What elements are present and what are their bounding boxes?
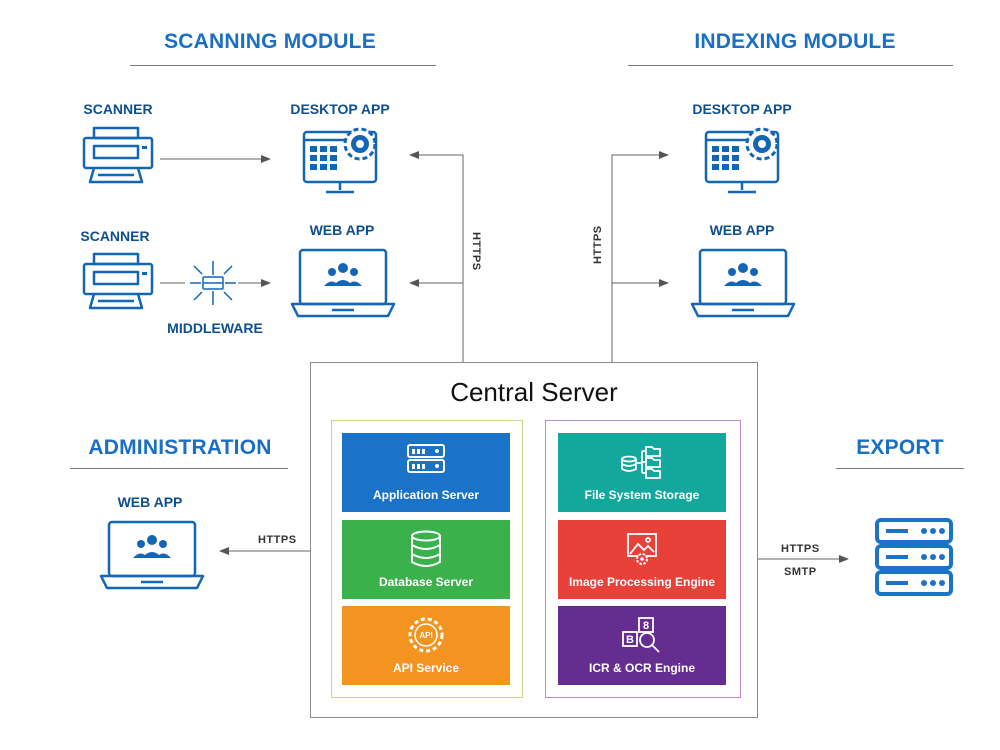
export-smtp-label: SMTP xyxy=(784,566,817,578)
file-system-storage-card: File System Storage xyxy=(558,433,726,512)
central-server-title: Central Server xyxy=(450,377,618,407)
export-title: EXPORT xyxy=(856,436,944,459)
indexing-module-title: INDEXING MODULE xyxy=(694,30,896,53)
indexing-https-label: HTTPS xyxy=(592,225,604,264)
svg-text:8: 8 xyxy=(643,620,649,632)
image-gear-icon xyxy=(627,533,657,565)
ocr-icon: B 8 xyxy=(622,617,660,653)
image-processing-engine-label: Image Processing Engine xyxy=(568,575,716,589)
scanner-label-1: SCANNER xyxy=(83,101,153,117)
export-https-label: HTTPS xyxy=(781,543,820,555)
scanning-module-title: SCANNING MODULE xyxy=(164,30,376,53)
export-server-icon xyxy=(875,518,953,596)
icr-ocr-engine-card: B 8 ICR & OCR Engine xyxy=(558,606,726,685)
api-gear-icon: API xyxy=(408,617,444,653)
laptop-users-icon xyxy=(690,248,796,318)
indexing-desktop-app-label: DESKTOP APP xyxy=(692,101,792,117)
central-server-box: Central Server Application Server Databa… xyxy=(310,362,758,718)
scanner-label-2: SCANNER xyxy=(80,228,150,244)
database-icon xyxy=(411,530,441,567)
scanning-web-app-label: WEB APP xyxy=(309,222,375,238)
api-service-card: API API Service xyxy=(342,606,510,685)
api-service-label: API Service xyxy=(392,661,460,675)
svg-text:B: B xyxy=(626,634,634,646)
application-server-label: Application Server xyxy=(372,488,480,502)
scanning-module-rule xyxy=(130,65,436,66)
icr-ocr-engine-label: ICR & OCR Engine xyxy=(588,661,695,675)
scanning-desktop-app-label: DESKTOP APP xyxy=(290,101,390,117)
administration-title: ADMINISTRATION xyxy=(88,436,272,459)
desktop-gear-icon xyxy=(302,127,378,194)
file-system-storage-label: File System Storage xyxy=(584,488,700,502)
server-left-group xyxy=(331,420,523,698)
admin-web-app-label: WEB APP xyxy=(117,494,183,510)
database-server-label: Database Server xyxy=(378,575,474,589)
indexing-web-app-label: WEB APP xyxy=(709,222,775,238)
middleware-icon xyxy=(190,261,236,305)
server-right-group xyxy=(545,420,741,698)
application-server-card: Application Server xyxy=(342,433,510,512)
admin-https-label: HTTPS xyxy=(258,534,297,546)
indexing-module-rule xyxy=(628,65,953,66)
scanner-icon xyxy=(82,252,154,310)
svg-text:API: API xyxy=(419,631,432,640)
server-rack-icon xyxy=(407,444,445,473)
image-processing-engine-card: Image Processing Engine xyxy=(558,520,726,599)
middleware-label: MIDDLEWARE xyxy=(167,320,263,336)
export-rule xyxy=(836,468,964,469)
database-server-card: Database Server xyxy=(342,520,510,599)
laptop-users-icon xyxy=(290,248,396,318)
desktop-gear-icon xyxy=(704,127,780,194)
laptop-users-icon xyxy=(99,520,205,590)
scanning-https-label: HTTPS xyxy=(470,232,482,271)
scanner-icon xyxy=(82,126,154,184)
administration-rule xyxy=(70,468,288,469)
file-storage-icon xyxy=(621,446,661,479)
